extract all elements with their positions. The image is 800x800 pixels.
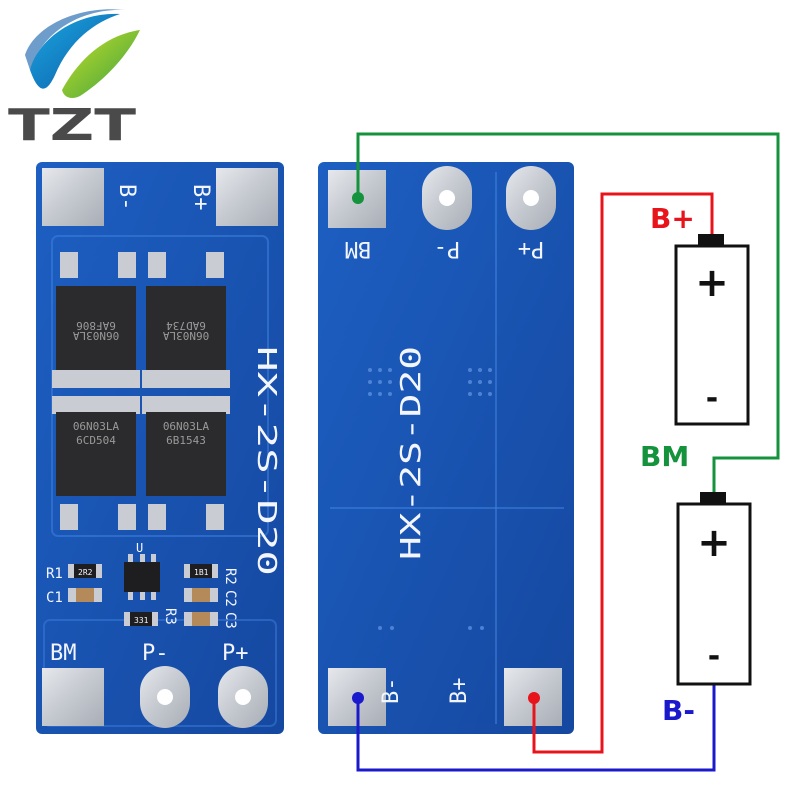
pad-p-plus-front	[218, 666, 268, 728]
svg-text:1B1: 1B1	[194, 568, 209, 577]
silk-b-plus: B+	[188, 184, 213, 211]
silk-bm-front: BM	[50, 641, 77, 666]
logo-swoosh-blue	[30, 13, 120, 89]
capacitor-c1: C1	[46, 588, 102, 606]
label-b-plus: B+	[650, 202, 695, 235]
svg-text:6CD504: 6CD504	[76, 434, 116, 447]
battery-1-plus: +	[695, 260, 729, 306]
svg-text:C1: C1	[46, 590, 63, 606]
silk-b-minus: B-	[114, 184, 139, 211]
pad-b-minus	[42, 168, 104, 226]
svg-text:6AF806: 6AF806	[76, 319, 116, 332]
capacitor-c3: C3	[184, 612, 238, 629]
mosfet-q4: 06N03LA 6B1543	[142, 396, 230, 496]
battery-2-plus: +	[697, 520, 731, 566]
mosfet-q1: 06N03LA 6AF806	[52, 286, 140, 388]
svg-text:R1: R1	[46, 566, 63, 582]
battery-cell-1: + -	[674, 234, 750, 426]
resistor-r2: 1B1 R2	[184, 564, 238, 585]
svg-text:06N03LA: 06N03LA	[162, 329, 209, 342]
wire-b-minus	[356, 684, 716, 772]
silk-model-back: HX-2S-D20	[394, 346, 427, 560]
logo-text: TZT	[8, 100, 136, 151]
logo-swoosh-green	[62, 30, 140, 98]
silk-model-front: HX-2S-D20	[251, 346, 281, 576]
logo-swoosh-ring	[25, 9, 125, 70]
resistor-r3: 331 R3	[124, 608, 178, 626]
pcb-back: BM P- P+ HX-2S-D20 B- B+	[318, 162, 574, 734]
brand-logo: TZT	[8, 9, 140, 151]
label-b-minus: B-	[662, 694, 695, 727]
svg-text:C3: C3	[222, 612, 238, 629]
silk-b-minus-back: B-	[379, 678, 404, 705]
battery-2-minus: -	[708, 639, 720, 674]
silk-b-plus-back: B+	[447, 678, 472, 705]
svg-text:06N03LA: 06N03LA	[72, 329, 119, 342]
svg-text:C2: C2	[222, 590, 238, 607]
battery-cell-2: + -	[676, 492, 752, 686]
pad-p-minus-front	[140, 666, 190, 728]
pad-p-minus-back	[422, 166, 472, 230]
silk-bm-back: BM	[345, 236, 372, 261]
pcb-front: B- B+ 06N03LA 6AF806 06N03LA 6AD734 06N0…	[36, 162, 284, 734]
mosfet-q3: 06N03LA 6CD504	[52, 396, 140, 496]
resistor-r1: 2R2 R1	[46, 564, 102, 582]
mosfet-q2: 06N03LA 6AD734	[142, 286, 230, 388]
svg-text:6AD734: 6AD734	[166, 319, 206, 332]
svg-text:R3: R3	[162, 608, 178, 625]
pcb-back-substrate	[318, 162, 574, 734]
svg-text:2R2: 2R2	[78, 568, 93, 577]
pad-bm-front	[42, 668, 104, 726]
battery-1-minus: -	[706, 381, 718, 416]
svg-text:R2: R2	[222, 568, 238, 585]
silk-p-plus-front: P+	[222, 641, 249, 666]
svg-text:331: 331	[134, 616, 149, 625]
control-ic: U	[124, 541, 160, 600]
svg-text:06N03LA: 06N03LA	[163, 420, 210, 433]
wire-b-plus	[532, 192, 714, 754]
pad-p-plus-back	[506, 166, 556, 230]
svg-text:06N03LA: 06N03LA	[73, 420, 120, 433]
silk-p-minus-front: P-	[142, 641, 169, 666]
label-bm: BM	[640, 440, 689, 473]
silk-p-minus-back: P-	[434, 236, 461, 261]
svg-text:6B1543: 6B1543	[166, 434, 206, 447]
pad-b-plus	[216, 168, 278, 226]
silk-p-plus-back: P+	[518, 236, 545, 261]
wire-bm	[356, 132, 780, 492]
wiring-diagram	[356, 132, 780, 772]
svg-text:U: U	[136, 541, 143, 555]
capacitor-c2: C2	[184, 588, 238, 607]
